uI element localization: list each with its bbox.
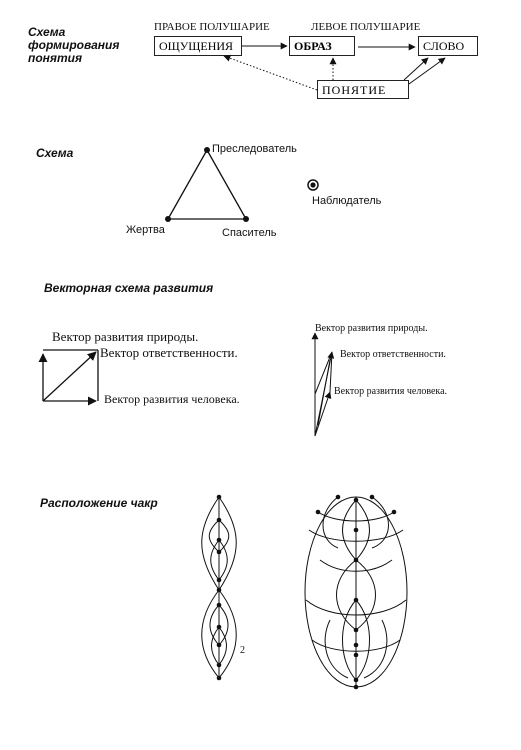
persecutor-node [204,147,210,153]
image-box: ОБРАЗ [289,36,355,56]
vector-square [38,349,99,406]
image-label: ОБРАЗ [294,39,332,53]
persecutor-label: Преследователь [212,143,297,155]
section1-title-line2: формирования [28,38,120,52]
word-box: СЛОВО [418,36,478,56]
drama-triangle [165,147,319,222]
concept-label: ПОНЯТИЕ [322,83,387,97]
observer-label: Наблюдатель [312,195,382,207]
arrow-concept-to-sensations [223,54,318,91]
chakra-points-left [216,494,222,681]
vector-parallelogram [311,332,335,437]
section2-title: Схема [36,146,74,160]
chakra-points-right [315,494,397,690]
chakra-oval-right [304,496,408,688]
observer-node-inner [310,182,316,188]
rescuer-node [243,216,249,222]
stray-mark: 2 [240,645,245,656]
section4-title: Расположение чакр [40,496,158,510]
arrow-concept-to-word [408,57,446,85]
responsibility-vector-small-label: Вектор ответственности. [340,349,446,360]
responsibility-vector-arrow [42,351,97,402]
concept-box: ПОНЯТИЕ [317,80,409,99]
triangle-shape [166,148,248,220]
section1-title-line3: понятия [28,51,83,65]
concept-scheme-arrows [223,42,446,91]
section3-title: Векторная схема развития [44,281,214,295]
arrow-concept-to-word-2 [403,57,429,81]
human-vector-label: Вектор развития человека. [104,392,240,406]
victim-label: Жертва [126,224,165,236]
nature-vector-small-label: Вектор развития природы. [315,323,428,334]
section1-title-line1: Схема [28,25,66,39]
word-label: СЛОВО [423,39,465,53]
right-hemisphere-label: ПРАВОЕ ПОЛУШАРИЕ [154,21,270,33]
victim-node [165,216,171,222]
sensations-label: ОЩУЩЕНИЯ [159,39,234,53]
chakra-column-left [201,496,237,679]
left-hemisphere-label: ЛЕВОЕ ПОЛУШАРИЕ [311,21,421,33]
responsibility-vector-label: Вектор ответственности. [100,345,238,360]
human-vector-small-label: Вектор развития человека. [334,386,448,397]
nature-vector-label: Вектор развития природы. [52,329,199,344]
rescuer-label: Спаситель [222,227,277,239]
human-vector-small-arrow [314,391,332,437]
sensations-box: ОЩУЩЕНИЯ [154,36,242,56]
